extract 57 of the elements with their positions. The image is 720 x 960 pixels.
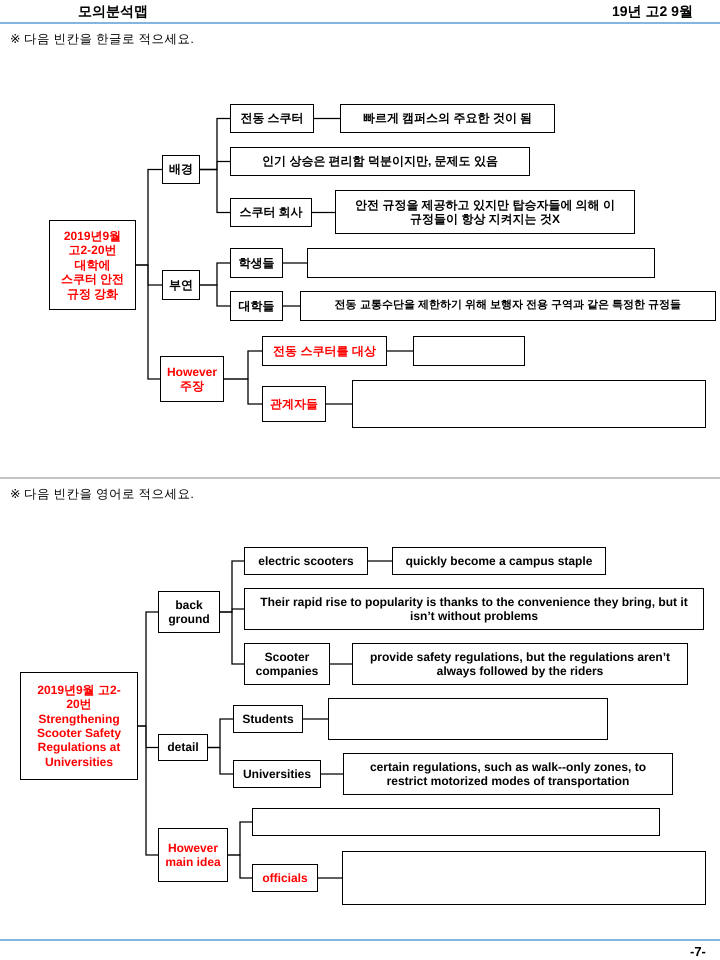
keyword-box: 전동 스쿠터	[230, 104, 314, 133]
connector-line	[283, 305, 300, 307]
content-box: quickly become a campus staple	[392, 547, 606, 575]
connector-line	[200, 168, 230, 214]
category-box: 배경	[162, 155, 200, 184]
content-box: 전동 교통수단을 제한하기 위해 보행자 전용 구역과 같은 특정한 규정들	[300, 291, 716, 321]
connector-line	[326, 403, 352, 405]
connector-line	[200, 284, 230, 307]
category-box: However main idea	[158, 828, 228, 882]
category-box: 부연	[162, 270, 200, 300]
connector-line	[208, 746, 233, 775]
answer-box	[352, 380, 706, 428]
keyword-box: Scooter companies	[244, 643, 330, 685]
content-box: 인기 상승은 편리함 덕분이지만, 문제도 있음	[230, 147, 530, 176]
answer-box	[413, 336, 525, 366]
content-box: Their rapid rise to popularity is thanks to the convenience they bring, but it isn’t without problems	[244, 588, 704, 630]
connector-line	[228, 854, 252, 879]
connector-line	[224, 378, 262, 405]
category-box: detail	[158, 734, 208, 761]
connector-line	[136, 264, 160, 380]
category-box: However 주장	[160, 356, 224, 402]
connector-line	[318, 877, 342, 879]
connector-line	[321, 773, 343, 775]
topic-box: 2019년9월 고2-20번 Strengthening Scooter Safety Regulations at Universities	[20, 672, 138, 780]
connector-line	[220, 611, 244, 665]
keyword-box: 관계자들	[262, 386, 326, 422]
answer-box	[342, 851, 706, 905]
connector-line	[314, 118, 340, 120]
connector-line	[330, 663, 352, 665]
connector-line	[138, 725, 158, 856]
instruction-text: ※ 다음 빈칸을 한글로 적으세요.	[10, 31, 194, 48]
content-box: 빠르게 캠퍼스의 주요한 것이 됨	[340, 104, 555, 133]
header-date: 19년 고2 9월	[612, 3, 693, 21]
keyword-box: 전동 스쿠터를 대상	[262, 336, 387, 366]
keyword-box: 대학들	[230, 291, 283, 321]
page-number: -7-	[690, 944, 706, 959]
answer-box	[307, 248, 655, 278]
header-title: 모의분석맵	[78, 3, 148, 21]
connector-line	[312, 212, 335, 214]
keyword-box: electric scooters	[244, 547, 368, 575]
instruction-text: ※ 다음 빈칸을 영어로 적으세요.	[10, 486, 194, 503]
answer-box	[328, 698, 608, 740]
keyword-box: officials	[252, 864, 318, 892]
connector-line	[368, 560, 392, 562]
connector-line	[303, 718, 328, 720]
answer-box	[252, 808, 660, 836]
keyword-box: Students	[233, 705, 303, 733]
content-box: provide safety regulations, but the regulations aren’t always followed by the riders	[352, 643, 688, 685]
keyword-box: Universities	[233, 760, 321, 788]
keyword-box: 학생들	[230, 248, 283, 278]
category-box: back ground	[158, 591, 220, 633]
connector-line	[283, 262, 307, 264]
connector-line	[387, 350, 413, 352]
topic-box: 2019년9월 고2-20번 대학에 스쿠터 안전 규정 강화	[49, 220, 136, 310]
content-box: 안전 규정을 제공하고 있지만 탑승자들에 의해 이 규정들이 항상 지켜지는 것X	[335, 190, 635, 234]
content-box: certain regulations, such as walk--only zones, to restrict motorized modes of transportation	[343, 753, 673, 795]
keyword-box: 스쿠터 회사	[230, 198, 312, 227]
